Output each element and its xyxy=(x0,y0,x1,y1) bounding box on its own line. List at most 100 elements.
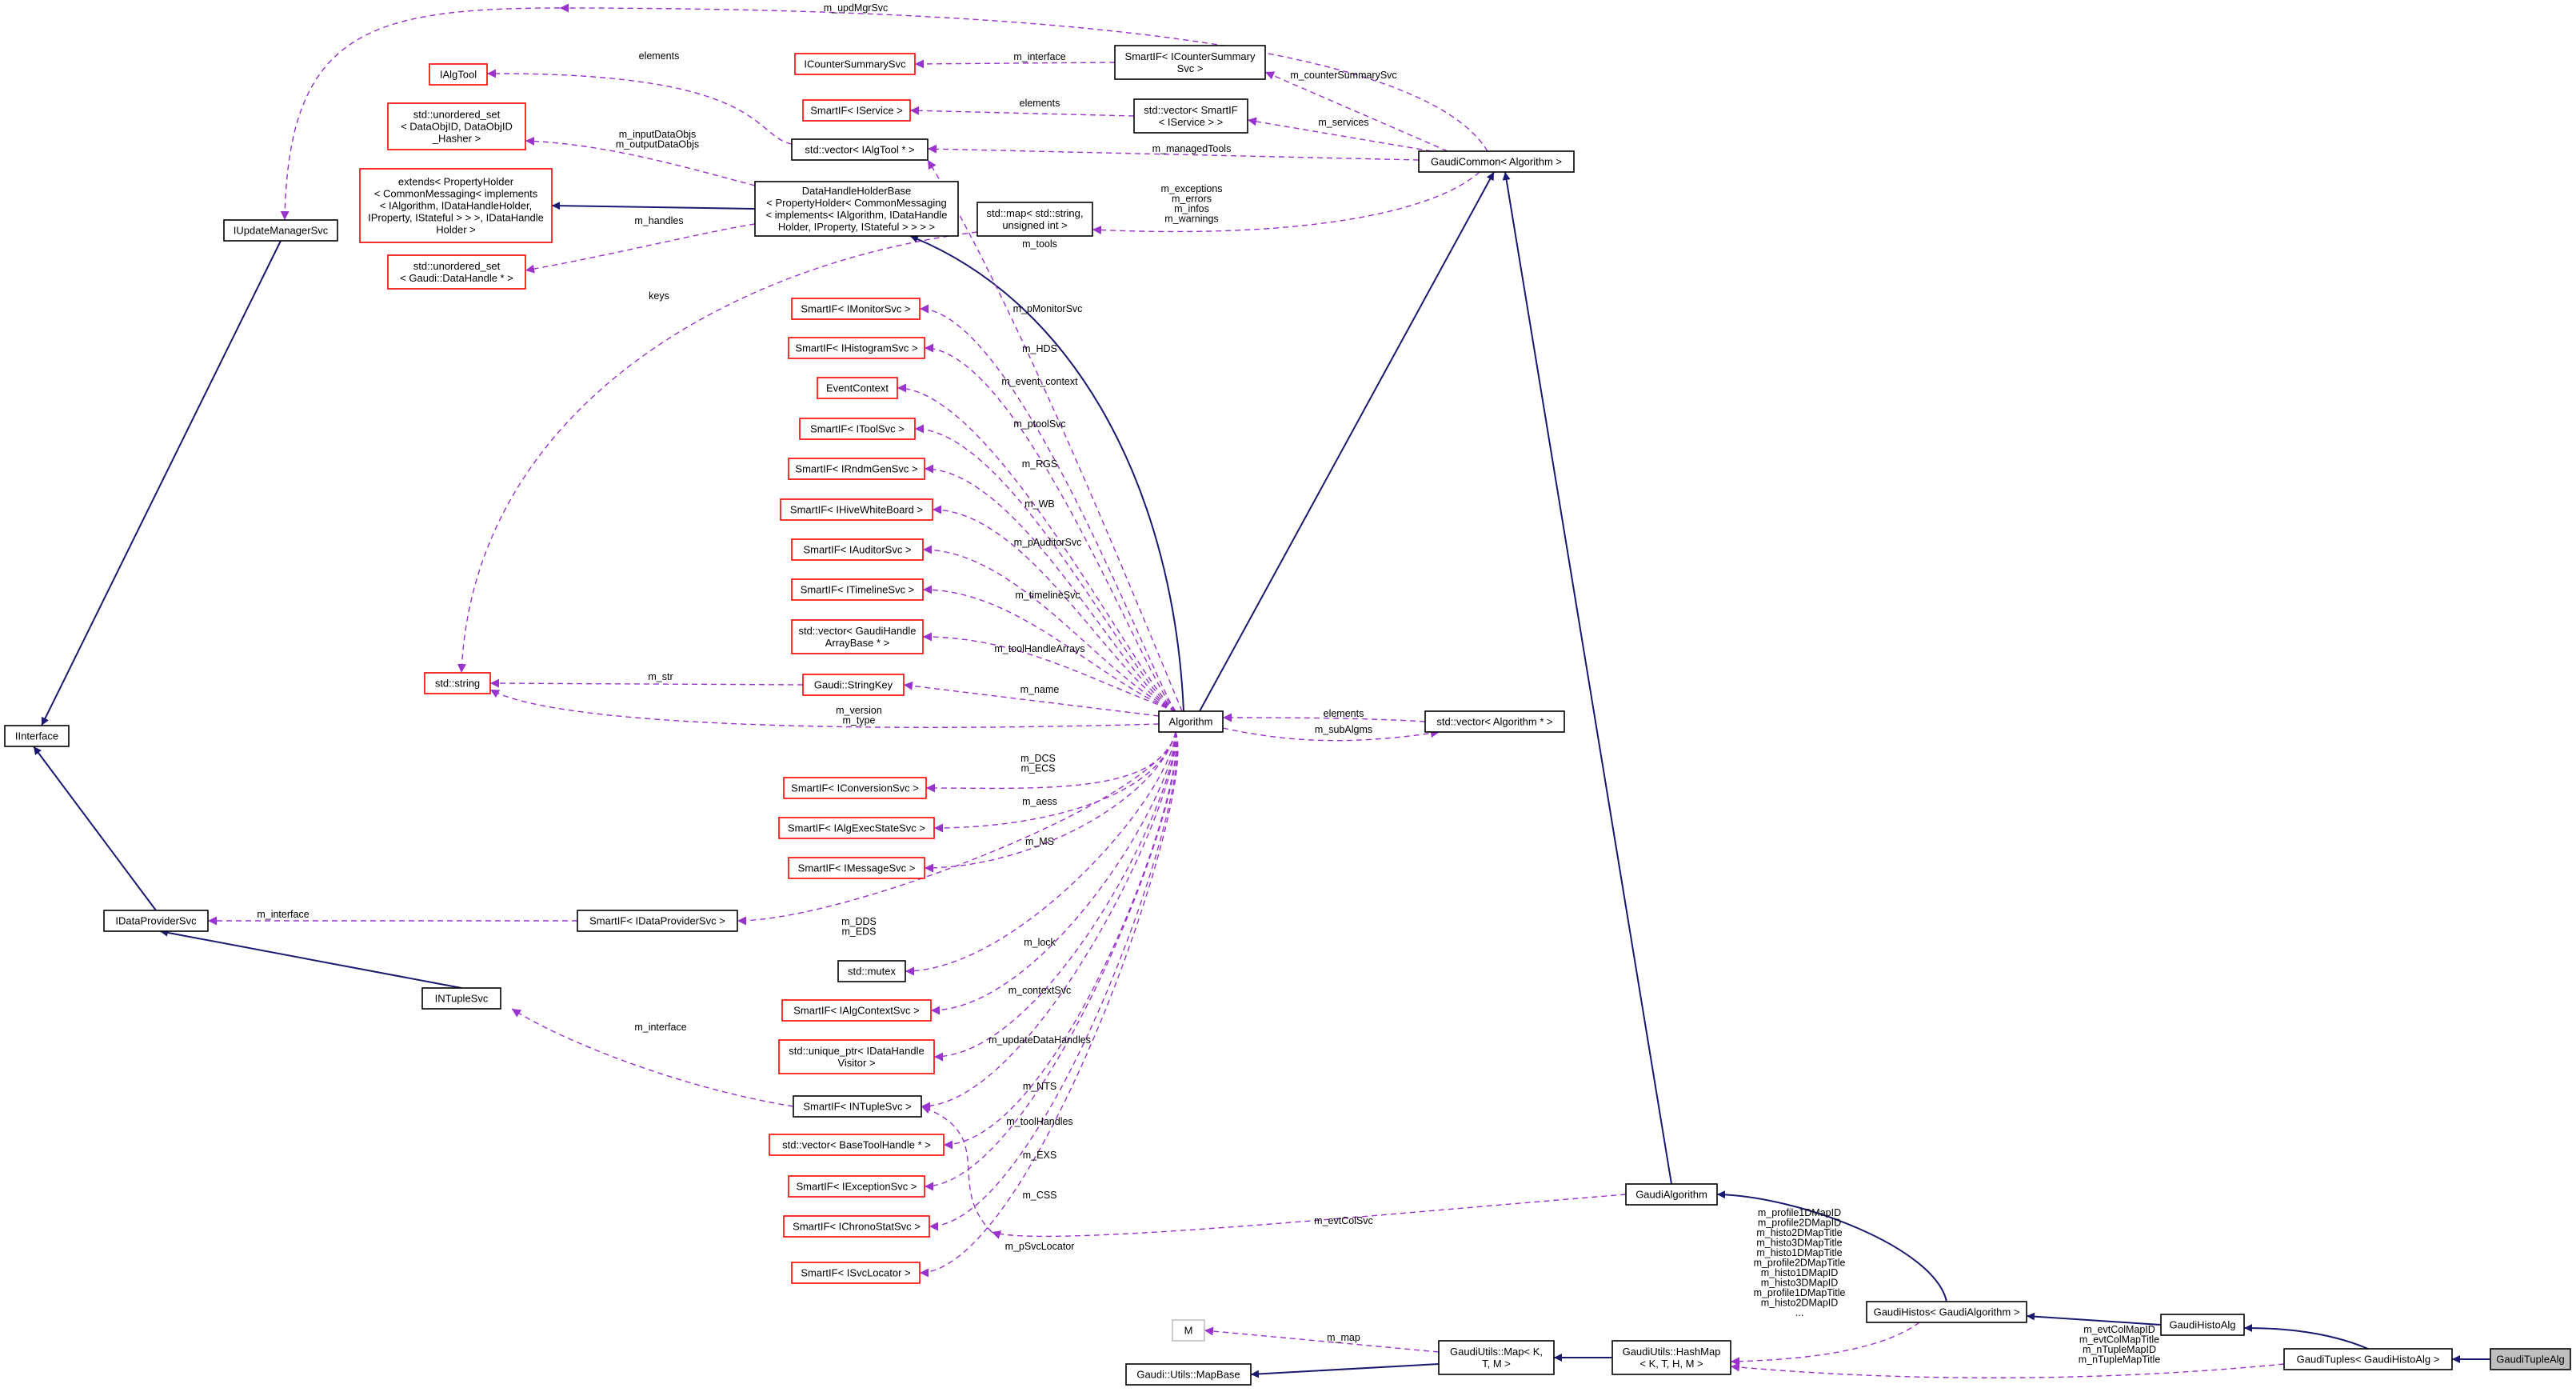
node-gaudi-utils-map[interactable]: GaudiUtils::Map< K,T, M > xyxy=(1438,1340,1555,1375)
edge-label-m-nts: m_NTS xyxy=(1023,1081,1056,1092)
node-box xyxy=(788,1175,925,1198)
node-smart-if-itool-svc[interactable]: SmartIF< IToolSvc > xyxy=(799,418,916,440)
use-updmgrsvc-b xyxy=(280,7,561,221)
node-box xyxy=(783,777,927,799)
node-smart-if-iconversion-svc[interactable]: SmartIF< IConversionSvc > xyxy=(783,777,927,799)
node-smart-if-ihistogram-svc[interactable]: SmartIF< IHistogramSvc > xyxy=(788,337,925,359)
node-box xyxy=(799,418,916,440)
node-label: std::vector< GaudiHandle xyxy=(798,625,916,637)
node-ialg-tool[interactable]: IAlgTool xyxy=(429,63,488,86)
node-label: SmartIF< IChronoStatSvc > xyxy=(793,1221,921,1233)
node-box xyxy=(791,298,921,320)
node-smart-if-ialg-exec-state-svc[interactable]: SmartIF< IAlgExecStateSvc > xyxy=(778,817,935,839)
node-icounter-summary-svc[interactable]: ICounterSummarySvc xyxy=(794,53,916,75)
node-smart-if-irndm-gen-svc[interactable]: SmartIF< IRndmGenSvc > xyxy=(788,458,925,480)
node-smart-if-itimeline-svc[interactable]: SmartIF< ITimelineSvc > xyxy=(791,578,924,601)
node-label: T, M > xyxy=(1482,1358,1511,1370)
node-label: extends< PropertyHolder xyxy=(398,176,514,188)
use-contextsvc xyxy=(930,731,1176,1015)
node-smart-if-isvc-locator[interactable]: SmartIF< ISvcLocator > xyxy=(791,1262,921,1284)
use-rgs xyxy=(924,464,1176,712)
node-label: SmartIF< IAuditorSvc > xyxy=(803,544,911,556)
use-services xyxy=(1247,117,1432,152)
node-label: std::unordered_set xyxy=(413,109,501,121)
node-box xyxy=(2283,1348,2453,1370)
node-smart-if-ihive-white-board[interactable]: SmartIF< IHiveWhiteBoard > xyxy=(780,498,933,521)
use-exceptions xyxy=(1092,171,1480,234)
node-iinterface[interactable]: IInterface xyxy=(4,725,70,747)
node-box xyxy=(802,99,911,122)
node-box xyxy=(780,498,933,521)
node-iupdate-manager-svc[interactable]: IUpdateManagerSvc xyxy=(223,219,338,242)
node-data-handle-holder-base[interactable]: DataHandleHolderBase< PropertyHolder< Co… xyxy=(754,181,959,237)
node-m[interactable]: M xyxy=(1172,1319,1205,1342)
node-gaudi-algorithm[interactable]: GaudiAlgorithm xyxy=(1625,1183,1718,1206)
node-vector-smart-if-iservice[interactable]: std::vector< SmartIF< IService > > xyxy=(1133,98,1248,134)
node-gaudi-utils-hash-map[interactable]: GaudiUtils::HashMap< K, T, H, M > xyxy=(1611,1340,1731,1375)
node-gaudi-histo-alg[interactable]: GaudiHistoAlg xyxy=(2160,1314,2245,1336)
use-interface-counter xyxy=(914,59,1116,69)
node-intuple-svc[interactable]: INTupleSvc xyxy=(421,987,501,1010)
node-gaudi-tuple-alg[interactable]: GaudiTupleAlg xyxy=(2490,1348,2571,1370)
node-map-string-uint[interactable]: std::map< std::string,unsigned int > xyxy=(976,202,1093,237)
node-label: _Hasher > xyxy=(432,133,481,145)
use-str xyxy=(489,678,804,688)
node-gaudi-utils-map-base[interactable]: Gaudi::Utils::MapBase xyxy=(1125,1363,1252,1386)
node-label: EventContext xyxy=(826,382,889,394)
node-label: Gaudi::StringKey xyxy=(814,679,893,691)
inherit-algorithm-gaudicommon xyxy=(1199,171,1495,712)
node-box xyxy=(429,63,488,86)
node-label: < K, T, H, M > xyxy=(1639,1358,1703,1370)
node-label: GaudiUtils::HashMap xyxy=(1623,1346,1721,1358)
node-smart-if-intuple-svc[interactable]: SmartIF< INTupleSvc > xyxy=(793,1095,922,1118)
node-smart-if-ichrono-stat-svc[interactable]: SmartIF< IChronoStatSvc > xyxy=(783,1215,930,1238)
use-ms xyxy=(924,731,1176,873)
node-smart-if-imessage-svc[interactable]: SmartIF< IMessageSvc > xyxy=(788,857,925,879)
edge-label-m-context-svc: m_contextSvc xyxy=(1008,985,1072,996)
node-box xyxy=(1625,1183,1718,1206)
node-idata-provider-svc[interactable]: IDataProviderSvc xyxy=(103,910,209,932)
node-box xyxy=(791,138,929,161)
edge-label-m-services: m_services xyxy=(1318,117,1368,128)
edge-label-m-ms: m_MS xyxy=(1025,836,1054,847)
node-event-context[interactable]: EventContext xyxy=(817,377,898,399)
node-smart-if-iauditor-svc[interactable]: SmartIF< IAuditorSvc > xyxy=(791,538,924,561)
node-vector-base-tool-handle[interactable]: std::vector< BaseToolHandle * > xyxy=(769,1134,945,1156)
node-std-string[interactable]: std::string xyxy=(424,672,491,694)
node-vector-ialg-tool[interactable]: std::vector< IAlgTool * > xyxy=(791,138,929,161)
node-gaudi-string-key[interactable]: Gaudi::StringKey xyxy=(802,674,905,696)
node-label: std::vector< SmartIF xyxy=(1144,104,1237,116)
edge-label-m-interface-dataprovider: m_interface xyxy=(257,909,309,920)
node-smart-if-iservice[interactable]: SmartIF< IService > xyxy=(802,99,911,122)
node-algorithm[interactable]: Algorithm xyxy=(1158,710,1224,733)
node-box xyxy=(976,202,1093,237)
use-map xyxy=(1204,1326,1440,1353)
node-smart-if-imonitor-svc[interactable]: SmartIF< IMonitorSvc > xyxy=(791,298,921,320)
node-unordered-set-dataobj[interactable]: std::unordered_set< DataObjID, DataObjID… xyxy=(387,102,526,150)
node-unordered-set-datahandle[interactable]: std::unordered_set< Gaudi::DataHandle * … xyxy=(387,254,526,290)
node-label: std::vector< BaseToolHandle * > xyxy=(782,1139,931,1151)
node-smart-if-idata-provider-svc[interactable]: SmartIF< IDataProviderSvc > xyxy=(577,910,738,932)
node-label: < IAlgorithm, IDataHandleHolder, xyxy=(380,200,532,212)
node-box xyxy=(778,1039,935,1074)
node-label: SmartIF< ISvcLocator > xyxy=(801,1267,910,1279)
node-smart-if-ialg-context-svc[interactable]: SmartIF< IAlgContextSvc > xyxy=(781,999,932,1022)
node-extends-propertyholder[interactable]: extends< PropertyHolder< CommonMessaging… xyxy=(359,168,553,243)
node-smart-if-icounter-summary-svc[interactable]: SmartIF< ICounterSummarySvc > xyxy=(1114,45,1266,80)
use-version xyxy=(489,689,1160,728)
node-label: < IService > > xyxy=(1159,116,1224,128)
node-gaudi-tuples-gaudi-histo-alg[interactable]: GaudiTuples< GaudiHistoAlg > xyxy=(2283,1348,2453,1370)
node-box xyxy=(1866,1301,2027,1323)
edges-layer xyxy=(33,3,2490,1378)
edge-label-m-tools: m_tools xyxy=(1022,238,1057,250)
node-std-mutex[interactable]: std::mutex xyxy=(837,960,906,982)
node-gaudi-common-algorithm[interactable]: GaudiCommon< Algorithm > xyxy=(1418,150,1575,173)
node-gaudi-histos-gaudi-algorithm[interactable]: GaudiHistos< GaudiAlgorithm > xyxy=(1866,1301,2027,1323)
node-smart-if-iexception-svc[interactable]: SmartIF< IExceptionSvc > xyxy=(788,1175,925,1198)
node-box xyxy=(103,910,209,932)
node-vector-algorithm[interactable]: std::vector< Algorithm * > xyxy=(1424,710,1565,733)
